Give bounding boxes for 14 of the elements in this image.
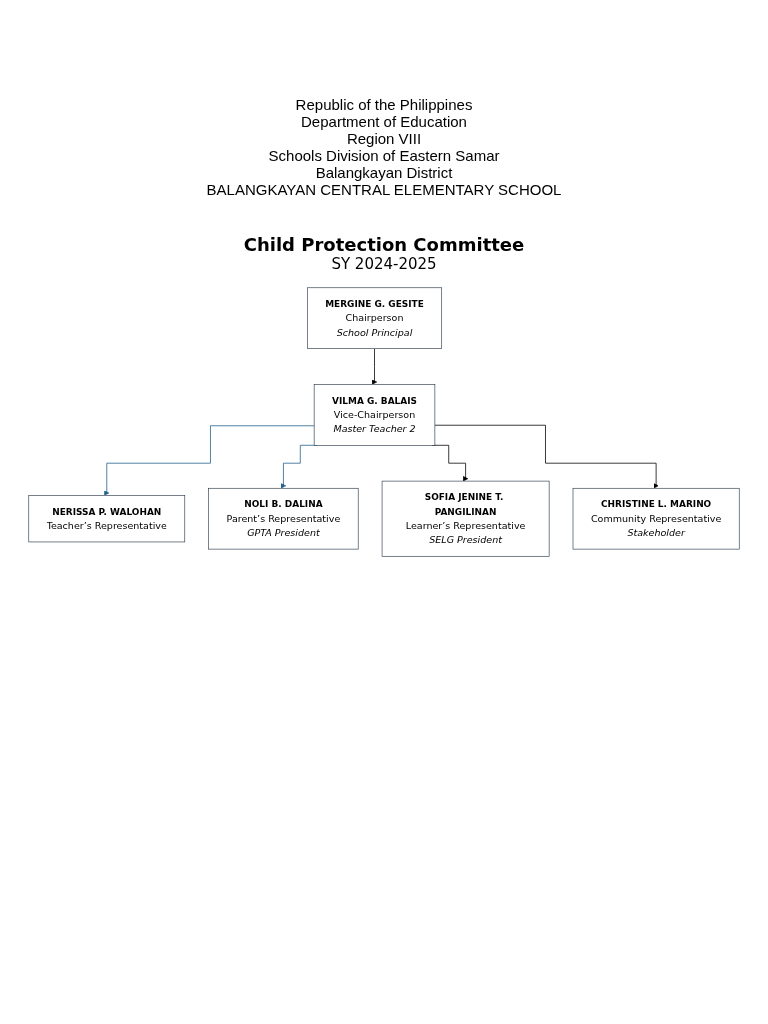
header-line: Schools Division of Eastern Samar xyxy=(268,147,500,164)
node-box: NOLI B. DALINA Parent’s Representative GPTA President xyxy=(208,487,359,550)
header-line: Region VIII xyxy=(346,130,422,147)
header-line: Balangkayan District xyxy=(315,164,453,181)
header-line: BALANGKAYAN CENTRAL ELEMENTARY SCHOOL xyxy=(206,181,562,198)
node-box: CHRISTINE L. MARINO Community Representative Stakeholder xyxy=(572,487,740,550)
header-line: Department of Education xyxy=(301,113,467,130)
node-box: MERGINE G. GESITE Chairperson School Principal xyxy=(307,287,443,349)
node-box: NERISSA P. WALOHAN Teacher’s Representative xyxy=(28,495,186,543)
subtitle: SY 2024-2025 xyxy=(331,255,437,273)
node-box: VILMA G. BALAIS Vice-Chairperson Master Teacher 2 xyxy=(313,384,436,446)
node-box: SOFIA JENINE T. PANGILINAN Learner’s Representative SELG President xyxy=(381,480,550,557)
header-line: Republic of the Philippines xyxy=(295,96,473,113)
title: Child Protection Committee xyxy=(242,234,526,255)
